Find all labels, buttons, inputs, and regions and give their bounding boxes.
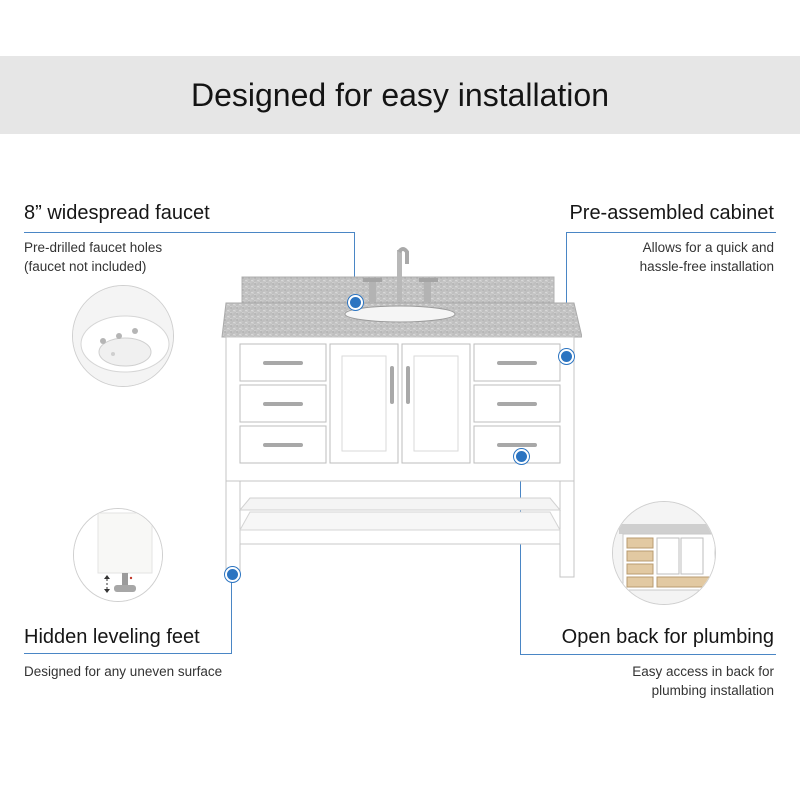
faucet-desc-line-1: Pre-drilled faucet holes	[24, 240, 163, 255]
faucet-leader-line-vertical	[354, 232, 355, 300]
cabinet-leader-line-vertical	[566, 232, 567, 354]
plumbing-feature-description: Easy access in back for plumbing install…	[632, 662, 774, 700]
faucet-leader-line	[24, 232, 355, 233]
feet-feature-description: Designed for any uneven surface	[24, 662, 222, 681]
feet-leader-line	[24, 653, 232, 654]
faucet-marker-dot	[348, 295, 363, 310]
cabinet-feature-title: Pre-assembled cabinet	[569, 202, 774, 224]
plumbing-desc-line-1: Easy access in back for	[632, 664, 774, 679]
cabinet-leader-line	[566, 232, 776, 233]
open-back-detail	[612, 501, 716, 605]
cabinet-marker-dot	[559, 349, 574, 364]
faucet-feature-description: Pre-drilled faucet holes (faucet not inc…	[24, 238, 162, 276]
faucet-holes-detail	[72, 285, 174, 387]
feet-leader-line-vertical	[231, 574, 232, 654]
faucet-desc-line-2: (faucet not included)	[24, 259, 147, 274]
page-title: Designed for easy installation	[190, 77, 609, 113]
feet-marker-dot	[225, 567, 240, 582]
plumbing-marker-dot	[514, 449, 529, 464]
plumbing-desc-line-2: plumbing installation	[651, 683, 774, 698]
cabinet-feature-description: Allows for a quick and hassle-free insta…	[640, 238, 774, 276]
faucet-feature-title: 8” widespread faucet	[24, 202, 210, 224]
cabinet-desc-line-2: hassle-free installation	[639, 259, 774, 274]
feet-desc-line-1: Designed for any uneven surface	[24, 664, 223, 679]
vanity-product-image	[218, 240, 582, 580]
plumbing-feature-title: Open back for plumbing	[561, 626, 774, 648]
cabinet-desc-line-1: Allows for a quick and	[642, 240, 774, 255]
leveling-foot-detail	[73, 508, 163, 602]
header-banner: Designed for easy installation	[0, 56, 800, 134]
feet-feature-title: Hidden leveling feet	[24, 626, 200, 648]
plumbing-leader-line	[520, 654, 776, 655]
plumbing-leader-line-vertical	[520, 455, 521, 655]
